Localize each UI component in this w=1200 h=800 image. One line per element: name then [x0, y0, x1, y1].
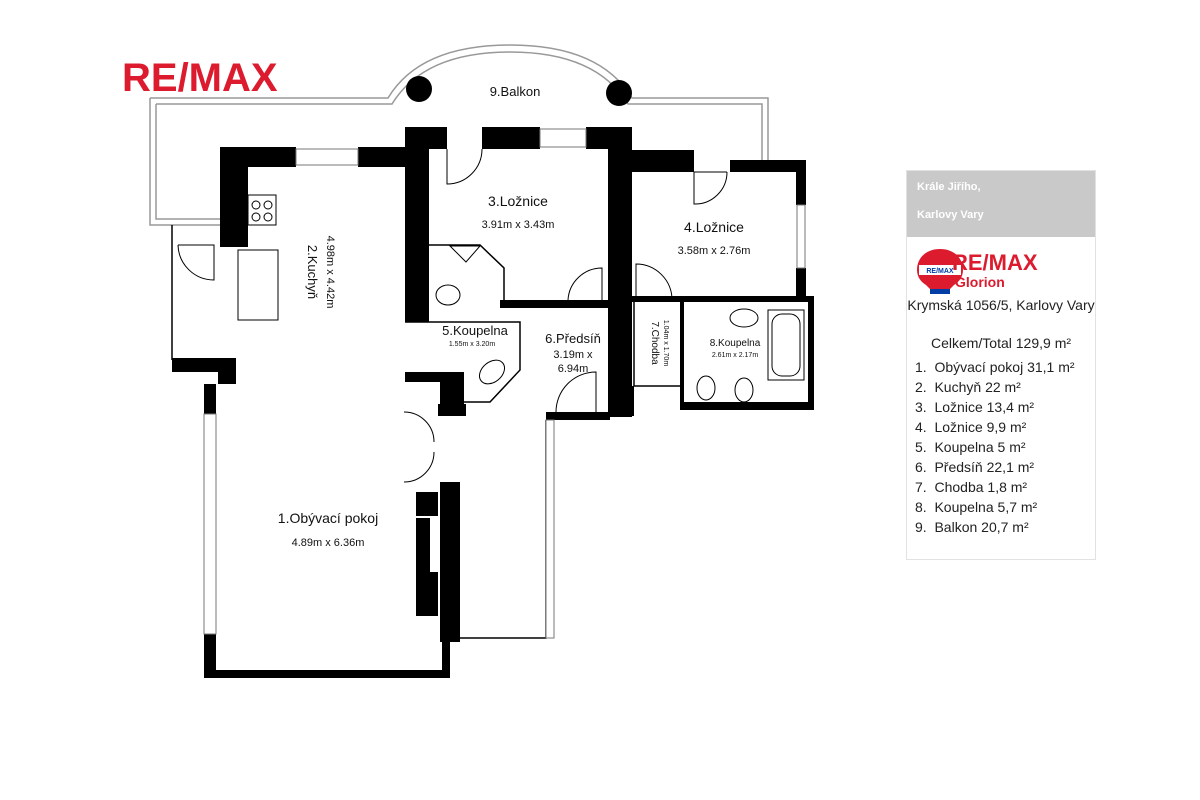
panel-remax-text: RE/MAX: [952, 250, 1038, 275]
label-koupelna5: 5.Koupelna: [442, 323, 509, 338]
room-list-item: 7. Chodba 1,8 m²: [915, 479, 1028, 495]
label-chodba-dim: 1.04m x 1.70m: [662, 320, 669, 366]
label-kuchyn-dim: 4.98m x 4.42m: [324, 236, 336, 309]
label-loznice3: 3.Ložnice: [488, 193, 548, 209]
bidet-icon: [734, 377, 754, 403]
floor-plan: RE/MAX: [122, 44, 814, 678]
balloon-logo-text: RE/MAX: [926, 268, 954, 275]
kitchen-fixtures: [237, 194, 279, 321]
doors: [177, 148, 728, 483]
sink8-icon: [729, 308, 759, 328]
bath8-fixtures: [696, 308, 805, 403]
info-panel-header: Krále Jiřího, Karlovy Vary: [907, 171, 1095, 237]
room-list-item: 8. Koupelna 5,7 m²: [915, 499, 1038, 515]
balcony-column-right: [606, 80, 632, 106]
remax-glorion-logo: RE/MAX RE/MAX Glorion: [907, 237, 1095, 297]
walls: [172, 127, 814, 678]
street-name: Krále Jiřího,: [917, 181, 981, 193]
windows: [203, 128, 806, 639]
label-balkon: 9.Balkon: [490, 84, 541, 99]
room-list-item: 9. Balkon 20,7 m²: [915, 519, 1029, 535]
room-list: 1. Obývací pokoj 31,1 m² 2. Kuchyň 22 m²…: [915, 359, 1095, 539]
stove-icon: [247, 194, 277, 226]
total-area: Celkem/Total 129,9 m²: [907, 335, 1095, 351]
label-predsin-dim2: 6.94m: [558, 363, 589, 375]
label-loznice4-dim: 3.58m x 2.76m: [678, 245, 751, 257]
total-label: Celkem/Total: [930, 335, 1012, 351]
remax-logo: RE/MAX: [122, 56, 278, 100]
label-predsin-dim1: 3.19m x: [553, 349, 593, 361]
room-list-item: 4. Ložnice 9,9 m²: [915, 419, 1027, 435]
room-list-item: 2. Kuchyň 22 m²: [915, 379, 1021, 395]
bath5-fixtures: [435, 245, 506, 385]
label-predsin: 6.Předsíň: [545, 331, 601, 346]
label-loznice4: 4.Ložnice: [684, 219, 744, 235]
balcony-column-left: [406, 76, 432, 102]
city-name: Karlovy Vary: [917, 209, 984, 221]
label-obyvaci: 1.Obývací pokoj: [278, 510, 378, 526]
balloon-icon: RE/MAX RE/MAX Glorion: [917, 249, 1038, 294]
room-list-item: 1. Obývací pokoj 31,1 m²: [915, 359, 1075, 375]
label-koupelna8: 8.Koupelna: [710, 338, 761, 349]
label-koupelna8-dim: 2.61m x 2.17m: [712, 352, 758, 359]
total-unit: m²: [1054, 335, 1072, 351]
label-chodba: 7.Chodba: [649, 321, 660, 365]
kitchen-counter: [237, 249, 279, 321]
info-panel: Krále Jiřího, Karlovy Vary RE/MAX RE/MAX…: [906, 170, 1096, 560]
toilet-icon: [478, 359, 506, 385]
office-name: Glorion: [955, 274, 1005, 290]
label-loznice3-dim: 3.91m x 3.43m: [482, 219, 555, 231]
toilet8-icon: [696, 375, 716, 401]
address: Krymská 1056/5, Karlovy Vary: [907, 297, 1095, 313]
label-koupelna5-dim: 1.55m x 3.20m: [449, 341, 495, 348]
bathtub-icon: [767, 309, 805, 381]
room-list-item: 6. Předsíň 22,1 m²: [915, 459, 1035, 475]
shower-icon: [448, 245, 482, 263]
label-obyvaci-dim: 4.89m x 6.36m: [292, 537, 365, 549]
room-list-item: 5. Koupelna 5 m²: [915, 439, 1026, 455]
room-list-item: 3. Ložnice 13,4 m²: [915, 399, 1035, 415]
label-kuchyn: 2.Kuchyň: [305, 245, 320, 299]
sink-icon: [435, 284, 461, 306]
remax-logo-text: RE/MAX: [122, 56, 278, 100]
total-value: 129,9: [1015, 335, 1051, 351]
